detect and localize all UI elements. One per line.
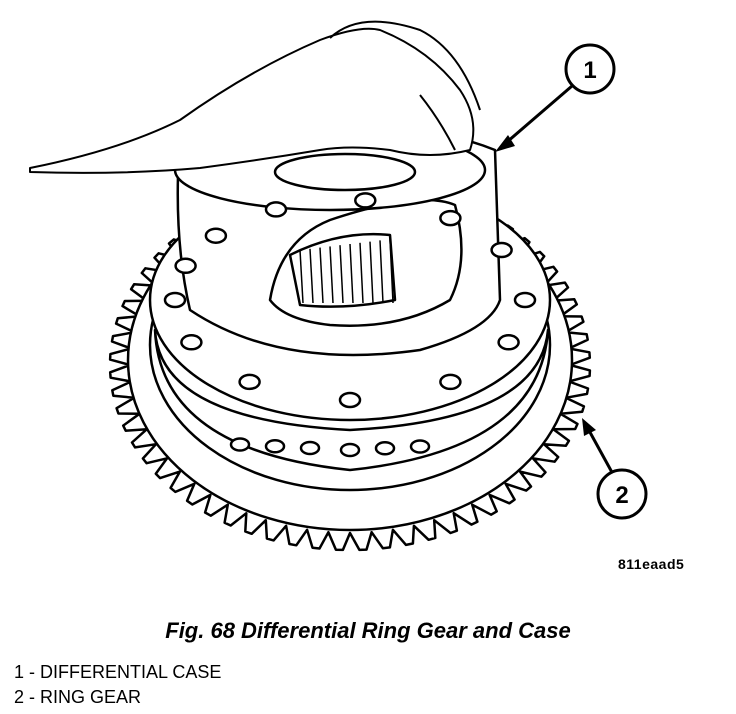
hand-holding-case xyxy=(29,27,475,174)
legend-label: DIFFERENTIAL CASE xyxy=(40,662,222,682)
bolt-hole xyxy=(299,440,321,456)
pinion-tooth xyxy=(349,243,354,304)
pinion-tooth xyxy=(329,246,334,304)
pinion-tooth xyxy=(299,249,304,304)
bolt-hole xyxy=(338,391,362,409)
bolt-hole xyxy=(439,209,462,227)
callout-1: 1 xyxy=(495,43,616,152)
callout-2-number: 2 xyxy=(615,482,628,509)
callout-legend: 1 DIFFERENTIAL CASE 2 RING GEAR xyxy=(14,660,221,710)
callout-1-number: 1 xyxy=(583,57,596,84)
bolt-hole xyxy=(354,192,377,209)
bolt-hole xyxy=(264,439,286,454)
diagram-illustration: 1 2 xyxy=(29,20,648,552)
bolt-hole xyxy=(439,373,462,391)
pinion-tooth xyxy=(309,248,314,304)
legend-number: 2 xyxy=(14,685,40,710)
bolt-hole xyxy=(238,373,261,391)
pinion-tooth xyxy=(379,240,384,304)
bolt-hole xyxy=(339,442,361,458)
bolt-holes xyxy=(163,192,537,458)
legend-number: 1 xyxy=(14,660,40,685)
legend-item-1: 1 DIFFERENTIAL CASE xyxy=(14,660,221,685)
bolt-hole xyxy=(513,291,537,309)
figure-caption: Fig. 68 Differential Ring Gear and Case xyxy=(165,618,571,643)
pinion-tooth xyxy=(319,247,324,304)
pinion-tooth xyxy=(339,245,344,304)
bolt-hole xyxy=(229,437,251,452)
bolt-hole xyxy=(490,241,513,259)
pinion-tooth xyxy=(359,242,364,304)
bolt-hole xyxy=(264,201,288,218)
pinion-tooth xyxy=(369,241,374,304)
legend-item-2: 2 RING GEAR xyxy=(14,685,221,710)
bolt-hole xyxy=(374,441,396,456)
callout-2: 2 xyxy=(582,418,648,520)
bolt-hole xyxy=(174,257,197,275)
figure-id-code: 811eaad5 xyxy=(618,556,685,572)
pinion-tooth xyxy=(389,239,394,304)
bolt-hole xyxy=(180,334,203,351)
bolt-hole xyxy=(163,291,187,309)
legend-label: RING GEAR xyxy=(40,687,142,707)
bolt-hole xyxy=(497,334,520,351)
pinion-gear xyxy=(288,232,397,308)
bolt-hole xyxy=(409,439,431,454)
bolt-hole xyxy=(204,227,228,244)
case-bore xyxy=(273,152,417,192)
